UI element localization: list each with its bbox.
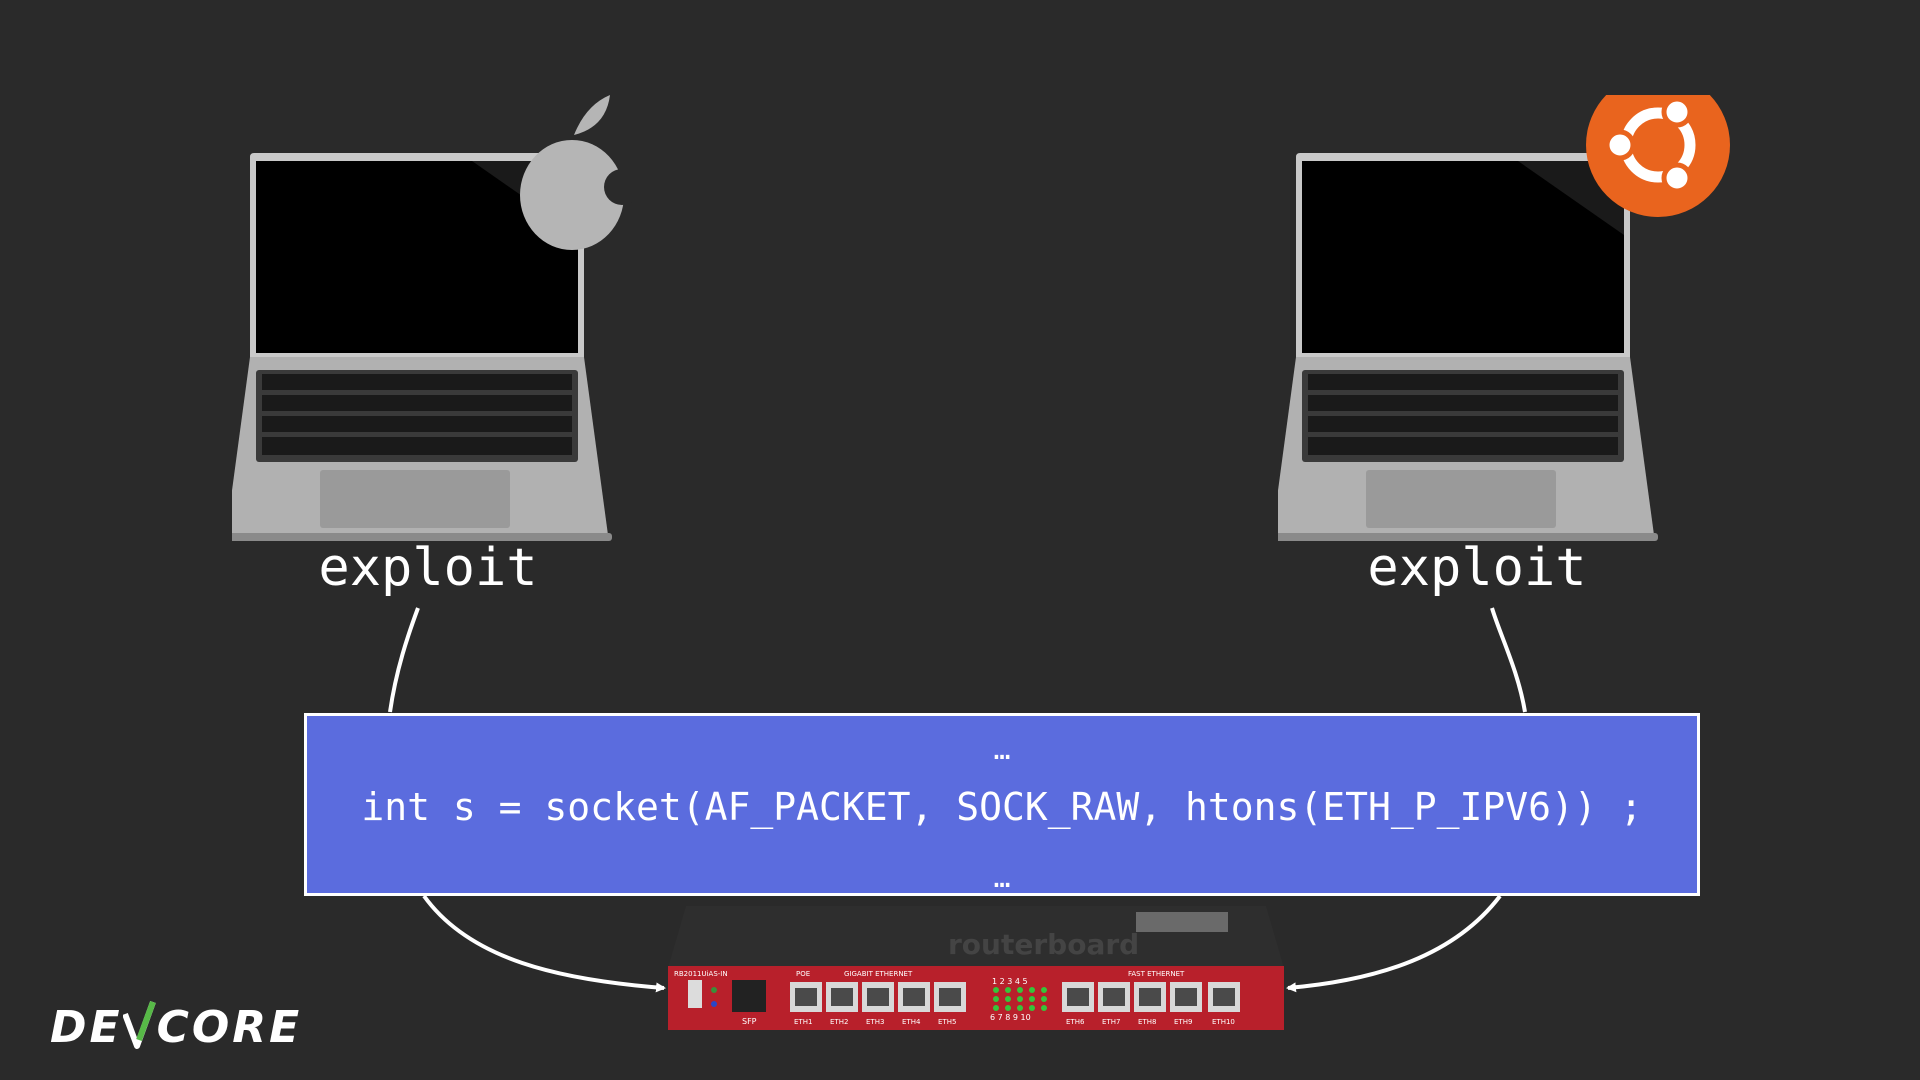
router-section-gigabit: GIGABIT ETHERNET [844,970,913,978]
router-port-label-1: ETH1 [794,1018,812,1026]
connector-left-top [388,607,420,713]
router-port-socket-2 [831,988,853,1006]
router-port-label-3: ETH3 [866,1018,884,1026]
router-led [1017,1005,1023,1011]
router-port-socket-7 [1103,988,1125,1006]
ubuntu-logo-icon [1586,95,1730,217]
router-section-poe: POE [796,970,810,978]
router-sfp: SFP [742,1017,757,1026]
devcore-logo: DE CORE [50,1000,302,1053]
router-led [1017,996,1023,1002]
laptop-right [1278,95,1730,541]
router-port-socket-6 [1067,988,1089,1006]
router-port-label-10: ETH10 [1212,1018,1235,1026]
logo-text-part2: CORE [156,1002,303,1053]
router-led [1041,996,1047,1002]
router-ports: ETH1 ETH2 ETH3 ETH4 ETH5 ETH6 ETH7 ETH8 ETH9 ETH1… [790,982,1240,1026]
code-box: … int s = socket(AF_PACKET, SOCK_RAW, ht… [304,713,1700,896]
code-ellipsis-top: … [993,733,1011,766]
router-leds [993,987,1047,1011]
router-port-socket-1 [795,988,817,1006]
code-line: int s = socket(AF_PACKET, SOCK_RAW, hton… [361,785,1643,829]
router-port-socket-5 [939,988,961,1006]
router-port-label-4: ETH4 [902,1018,921,1026]
router-led-labels-top: 1 2 3 4 5 [992,977,1028,986]
router-model: RB2011UiAS-IN [674,970,728,978]
router-port-socket-8 [1139,988,1161,1006]
router-led-labels-bottom: 6 7 8 9 10 [990,1013,1031,1022]
router-led [1029,1005,1035,1011]
router-led [993,987,999,993]
router-led [1041,1005,1047,1011]
router-port-socket-10 [1213,988,1235,1006]
router-led [1029,987,1035,993]
router-led [1029,996,1035,1002]
router-led [1005,987,1011,993]
router-port-socket-4 [903,988,925,1006]
router-port-label-5: ETH5 [938,1018,956,1026]
code-ellipsis-bottom: … [993,861,1011,894]
logo-text-part1: DE [50,1002,123,1053]
router-led [993,1005,999,1011]
router-port-socket-9 [1175,988,1197,1006]
laptop-right-body [1278,153,1658,541]
laptop-left-body [232,153,612,541]
apple-logo-icon [520,95,632,250]
right-laptop-label: exploit [1367,538,1587,598]
router-led [1005,1005,1011,1011]
router-led [993,996,999,1002]
arrow-left-to-router [422,894,666,993]
router-port-socket-3 [867,988,889,1006]
arrow-right-to-router [1286,894,1502,993]
router-section-fast: FAST ETHERNET [1128,970,1185,978]
logo-check-mark-icon [122,1000,156,1049]
router-led [1041,987,1047,993]
router-led [1005,996,1011,1002]
router-port-label-2: ETH2 [830,1018,848,1026]
connector-right-top [1490,607,1527,713]
router-port-label-9: ETH9 [1174,1018,1192,1026]
router-brand: routerboard [948,928,1139,961]
router-icon: routerboard RB2011UiAS-IN SFP POE GIGABI… [668,906,1284,1030]
router-port-label-7: ETH7 [1102,1018,1120,1026]
left-laptop-label: exploit [318,538,538,598]
router-led [1017,987,1023,993]
router-port-label-8: ETH8 [1138,1018,1156,1026]
router-port-label-6: ETH6 [1066,1018,1085,1026]
laptop-left [232,95,632,541]
